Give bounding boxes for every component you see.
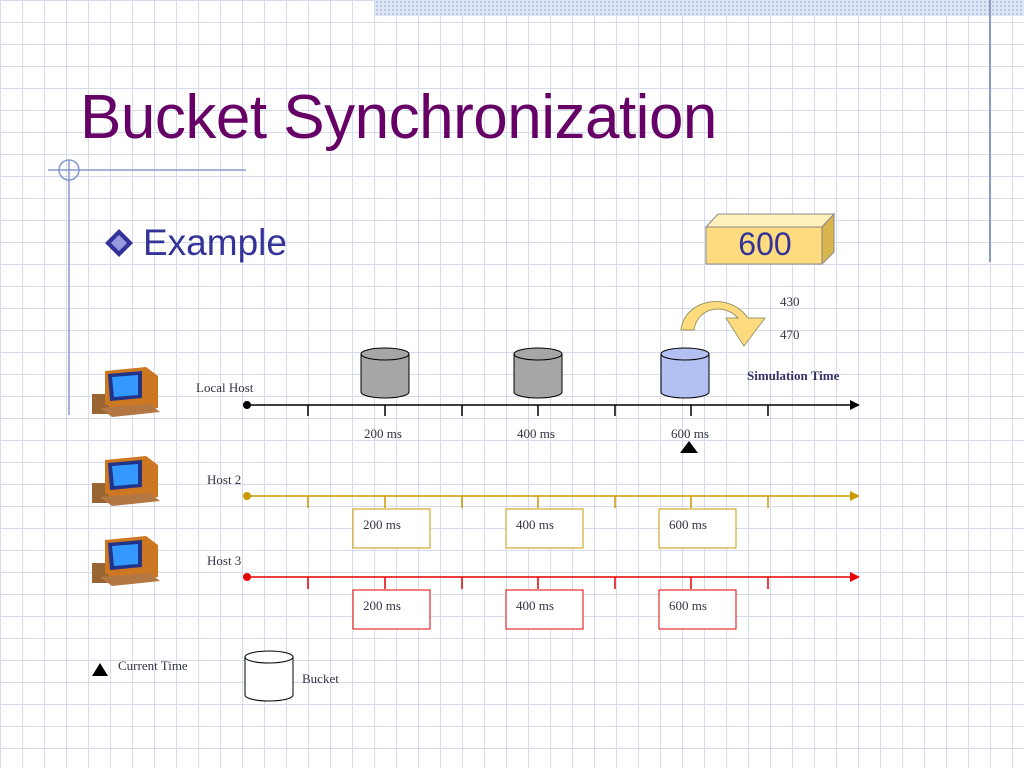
host2-start-dot xyxy=(243,492,251,500)
timeline-local-host xyxy=(246,404,850,416)
slide-title: Bucket Synchronization xyxy=(80,83,717,152)
current-time-triangle-icon xyxy=(680,441,698,453)
counter-box xyxy=(704,212,836,266)
local-tick-label-400: 400 ms xyxy=(517,426,555,441)
host3-tick-label-200: 200 ms xyxy=(363,598,401,613)
bucket-400ms xyxy=(513,347,563,399)
local-tick-label-600: 600 ms xyxy=(671,426,709,441)
timeline-host-3 xyxy=(246,576,850,589)
host2-tick-label-200: 200 ms xyxy=(363,517,401,532)
host-label-host-3: Host 3 xyxy=(207,553,242,568)
simulation-time-label: Simulation Time xyxy=(747,368,840,383)
counter-value: 600 xyxy=(738,226,792,262)
host2-tick-boxes xyxy=(352,508,737,549)
host2-tick-label-400: 400 ms xyxy=(516,517,554,532)
legend-current-time-triangle-icon xyxy=(92,663,108,676)
host2-tick-label-600: 600 ms xyxy=(669,517,707,532)
slide-guides xyxy=(48,0,991,415)
diamond-bullet-icon xyxy=(105,229,133,257)
host3-tick-label-400: 400 ms xyxy=(516,598,554,613)
host2-arrowhead xyxy=(850,491,860,501)
host3-tick-label-600: 600 ms xyxy=(669,598,707,613)
local-tick-label-200: 200 ms xyxy=(364,426,402,441)
timeline-arrowhead xyxy=(850,400,860,410)
bucket-600ms-current xyxy=(660,347,710,399)
timeline-start-dot xyxy=(243,401,251,409)
bucket-200ms xyxy=(360,347,410,399)
timeline-host-2 xyxy=(246,495,850,508)
arrow-label-bottom: 470 xyxy=(780,327,800,342)
legend-current-time-label: Current Time xyxy=(118,658,188,673)
curved-arrow-icon xyxy=(680,301,766,347)
legend-bucket-label: Bucket xyxy=(302,671,339,686)
host3-arrowhead xyxy=(850,572,860,582)
host3-tick-boxes xyxy=(352,589,737,630)
bucket-icon xyxy=(244,650,294,702)
host-label-host-2: Host 2 xyxy=(207,472,242,487)
computer-icon-host-2 xyxy=(92,456,160,506)
host-label-local: Local Host xyxy=(196,380,254,395)
computer-icon-host-3 xyxy=(92,536,160,586)
host3-start-dot xyxy=(243,573,251,581)
arrow-label-top: 430 xyxy=(780,294,800,309)
computer-icon-local-host xyxy=(92,367,160,417)
bullet-example: Example xyxy=(143,222,287,263)
top-decoration-band xyxy=(375,0,1024,16)
